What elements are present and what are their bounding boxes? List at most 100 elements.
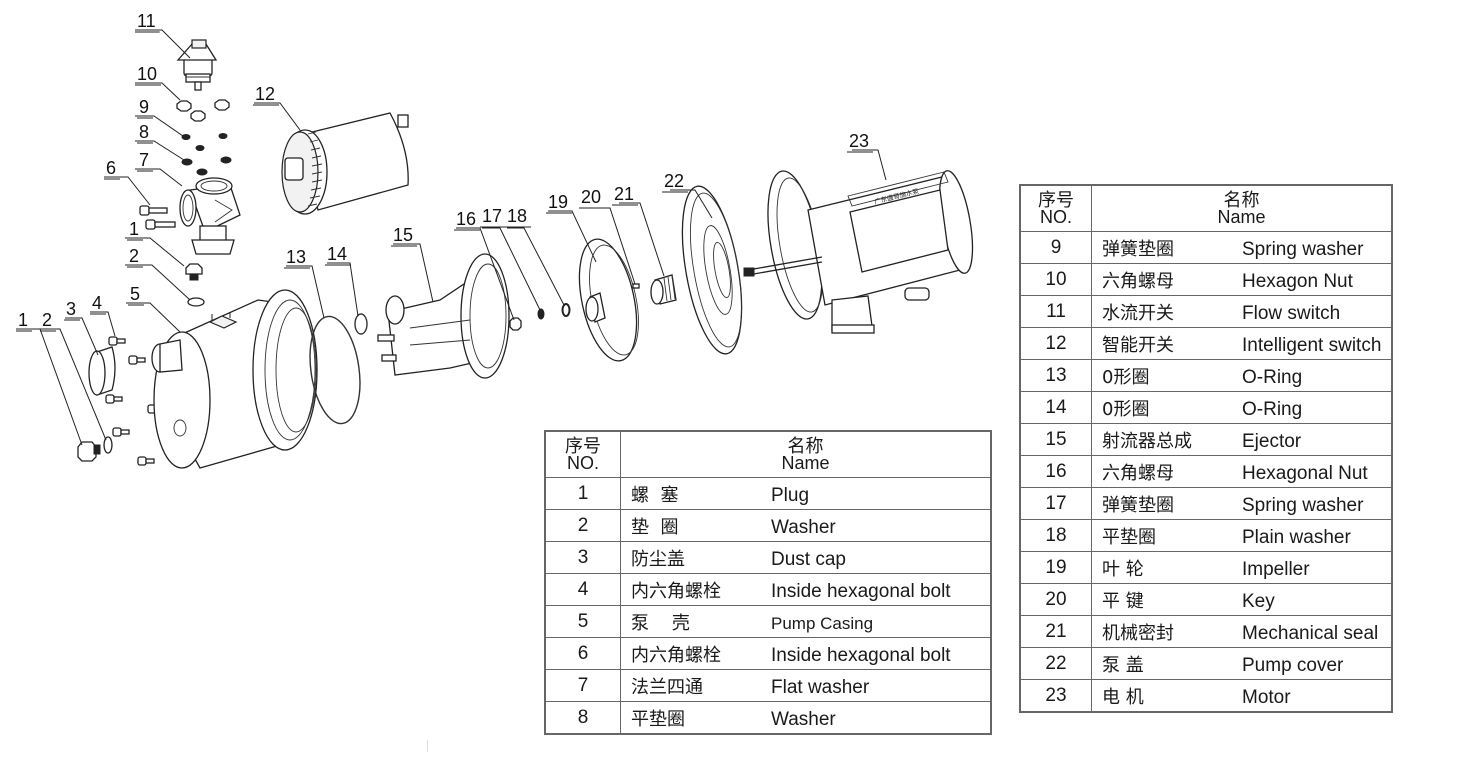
mechanical-seal-part (650, 274, 677, 305)
callout-18: 18 (507, 206, 527, 226)
part-name-cn: 机械密封 (1102, 622, 1174, 644)
part-name-cn: 水流开关 (1102, 302, 1174, 324)
header-no-cn: 序号 (565, 435, 601, 456)
part-no: 22 (1019, 647, 1092, 680)
plain-washer-part (561, 303, 571, 317)
callout-8: 8 (139, 122, 149, 142)
header-name-en: Name (1217, 206, 1266, 227)
o-ring-large-part (309, 315, 361, 425)
part-name-en: Intelligent switch (1242, 334, 1382, 356)
header-no-cn: 序号 (1038, 189, 1074, 210)
part-no: 8 (544, 701, 621, 735)
callout-1-top: 1 (129, 219, 139, 239)
callout-4: 4 (92, 293, 102, 313)
part-no: 11 (1019, 295, 1092, 328)
part-no: 12 (1019, 327, 1092, 360)
dust-cap-part (88, 346, 116, 396)
part-name-cn: 弹簧垫圈 (1102, 238, 1174, 260)
callout-2-left: 2 (42, 310, 52, 330)
key-part (632, 283, 640, 289)
part-no: 14 (1019, 391, 1092, 424)
part-name-cn: 内六角螺栓 (631, 644, 721, 666)
spring-washers-part (181, 133, 228, 151)
pump-casing-part (151, 289, 318, 469)
part-no: 3 (544, 541, 621, 574)
part-name-en: Inside hexagonal bolt (771, 580, 951, 602)
table-header-row: 序号 NO. 名称 Name (544, 430, 992, 478)
callout-13: 13 (286, 247, 306, 267)
washer-part (103, 436, 113, 454)
header-name-cell: 名称 Name (620, 430, 992, 478)
part-no: 19 (1019, 551, 1092, 584)
part-name-en: Hexagon Nut (1242, 270, 1353, 292)
plug-part (77, 441, 101, 462)
part-no: 5 (544, 605, 621, 638)
table-row: 12 智能开关 Intelligent switch (1019, 327, 1393, 360)
callout-14: 14 (327, 244, 347, 264)
header-no-cell: 序号 NO. (1019, 184, 1092, 232)
part-name-cn: 防尘盖 (631, 548, 685, 570)
header-no-cell: 序号 NO. (544, 430, 621, 478)
flange-tee-part (179, 177, 241, 255)
header-name-cell: 名称 Name (1091, 184, 1393, 232)
top-washer-part (187, 297, 205, 307)
callout-23: 23 (849, 131, 869, 151)
spring-washer-part (537, 308, 545, 320)
callout-15: 15 (393, 225, 413, 245)
part-name-en: Flat washer (771, 676, 870, 698)
hexagonal-nut-part (509, 317, 522, 331)
part-no: 9 (1019, 231, 1092, 264)
part-name-cn: 内六角螺栓 (631, 580, 721, 602)
callout-20: 20 (581, 187, 601, 207)
part-name-cn: 泵 壳 (631, 612, 690, 634)
part-name-cn: 电 机 (1102, 686, 1144, 708)
callout-12: 12 (255, 84, 275, 104)
part-name-cn: 智能开关 (1102, 334, 1174, 356)
part-name-en: Plain washer (1242, 526, 1351, 548)
part-no: 17 (1019, 487, 1092, 520)
flow-switch-part (176, 39, 218, 91)
callout-21: 21 (614, 184, 634, 204)
part-name-cn: 六角螺母 (1102, 270, 1174, 292)
header-no-en: NO. (1039, 206, 1072, 227)
part-name-en: Hexagonal Nut (1242, 462, 1368, 484)
part-name-cn: 六角螺母 (1102, 462, 1174, 484)
callout-17: 17 (482, 206, 502, 226)
callout-22: 22 (664, 171, 684, 191)
part-name-en: Pump Casing (771, 613, 874, 633)
part-name-en: O-Ring (1242, 366, 1303, 388)
part-name-en: Flow switch (1242, 302, 1341, 324)
header-name-cn: 名称 (1223, 189, 1260, 210)
part-name-cn: 螺 塞 (631, 484, 679, 506)
callout-6: 6 (106, 158, 116, 178)
callout-10: 10 (137, 64, 157, 84)
top-plug-part (185, 263, 203, 281)
callout-1-left: 1 (18, 310, 28, 330)
callout-7: 7 (139, 150, 149, 170)
part-name-cn: 0形圈 (1102, 398, 1150, 420)
washers-part (181, 156, 232, 176)
faint-artifact-mark (427, 740, 428, 752)
part-name-en: Impeller (1242, 558, 1310, 580)
pump-cover-part (681, 185, 743, 355)
part-name-cn: 垫 圈 (631, 516, 679, 538)
callout-3: 3 (66, 299, 76, 319)
part-no: 15 (1019, 423, 1092, 456)
